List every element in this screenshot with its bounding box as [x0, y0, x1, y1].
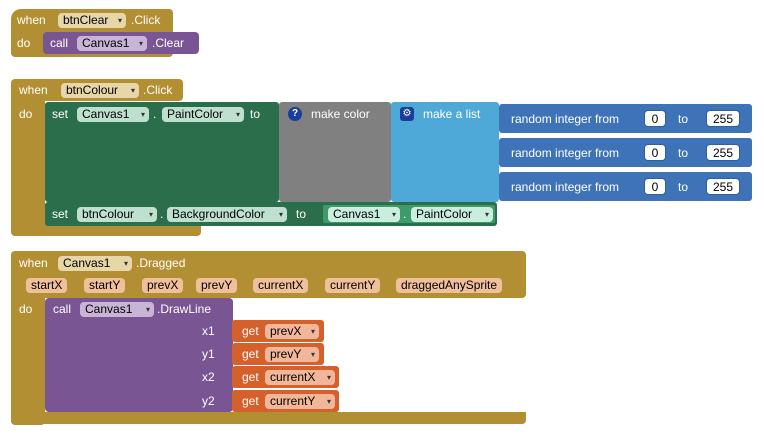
dropdown-arrow-icon: ▾	[391, 210, 396, 219]
number-input-from[interactable]: 0	[644, 110, 666, 127]
variable-dropdown-currenty[interactable]: currentY▾	[265, 394, 335, 409]
event-name-dragged: .Dragged	[136, 256, 186, 270]
method-name-drawline: .DrawLine	[157, 302, 212, 316]
call-keyword: call	[53, 302, 72, 316]
dropdown-arrow-icon: ▾	[235, 110, 240, 119]
do-keyword: do	[17, 36, 31, 50]
dropdown-arrow-icon: ▾	[278, 210, 283, 219]
do-keyword: do	[19, 107, 33, 121]
number-input-to[interactable]: 255	[706, 178, 740, 195]
event-parameter-starty[interactable]: startY	[84, 278, 126, 293]
variable-dropdown-currentx[interactable]: currentX▾	[265, 370, 335, 385]
to-keyword: to	[678, 146, 689, 160]
dropdown-arrow-icon: ▾	[138, 39, 143, 48]
to-keyword: to	[678, 180, 689, 194]
dropdown-arrow-icon: ▾	[140, 110, 145, 119]
property-dropdown-backgroundcolor[interactable]: BackgroundColor▾	[167, 207, 287, 222]
event-name-click: .Click	[143, 83, 173, 97]
event-block-btncolour-foot	[11, 224, 201, 236]
event-parameter-prevy[interactable]: prevY	[196, 278, 238, 293]
component-dropdown-canvas1[interactable]: Canvas1▾	[80, 302, 154, 317]
arg-label-x1: x1	[202, 324, 215, 338]
event-parameter-currentx[interactable]: currentX	[253, 278, 309, 293]
dropdown-arrow-icon: ▾	[310, 350, 315, 359]
to-keyword: to	[678, 112, 689, 126]
number-input-from[interactable]: 0	[644, 178, 666, 195]
event-parameter-prevx[interactable]: prevX	[142, 278, 184, 293]
dot-separator: .	[160, 207, 164, 221]
dot-separator: .	[153, 107, 157, 121]
when-keyword: when	[19, 256, 48, 270]
number-input-from[interactable]: 0	[644, 144, 666, 161]
to-keyword: to	[250, 107, 261, 121]
arg-label-y2: y2	[202, 394, 215, 408]
number-input-to[interactable]: 255	[706, 144, 740, 161]
arg-label-x2: x2	[202, 370, 215, 384]
when-keyword: when	[17, 13, 46, 27]
get-keyword: get	[242, 394, 259, 408]
dropdown-arrow-icon: ▾	[326, 373, 331, 382]
property-dropdown-paintcolor[interactable]: PaintColor▾	[411, 207, 493, 222]
component-dropdown-canvas1[interactable]: Canvas1▾	[77, 107, 149, 122]
dropdown-arrow-icon: ▾	[484, 210, 489, 219]
do-keyword: do	[19, 302, 33, 316]
dropdown-arrow-icon: ▾	[326, 397, 331, 406]
event-parameter-startx[interactable]: startX	[26, 278, 68, 293]
get-keyword: get	[242, 324, 259, 338]
component-dropdown-canvas1[interactable]: Canvas1▾	[77, 36, 147, 51]
call-block-canvas1-drawline[interactable]	[45, 298, 233, 412]
variable-dropdown-prevy[interactable]: prevY▾	[265, 347, 319, 362]
dropdown-arrow-icon: ▾	[123, 259, 128, 268]
dropdown-arrow-icon: ▾	[145, 305, 150, 314]
method-name-clear: .Clear	[152, 36, 185, 50]
variable-dropdown-prevx[interactable]: prevX▾	[265, 324, 319, 339]
when-keyword: when	[19, 83, 48, 97]
event-parameter-currenty[interactable]: currentY	[325, 278, 381, 293]
dropdown-arrow-icon: ▾	[117, 16, 122, 25]
component-dropdown-btnclear[interactable]: btnClear▾	[58, 13, 126, 28]
component-dropdown-canvas1[interactable]: Canvas1▾	[328, 207, 400, 222]
dropdown-arrow-icon: ▾	[148, 210, 153, 219]
number-input-to[interactable]: 255	[706, 110, 740, 127]
event-block-btncolour-side	[11, 79, 45, 235]
dot-separator: .	[403, 207, 407, 221]
random-integer-label: random integer from	[511, 180, 620, 194]
event-block-btnclear-body-stub	[11, 30, 47, 56]
property-dropdown-paintcolor[interactable]: PaintColor▾	[162, 107, 244, 122]
event-parameter-draggedanysprite[interactable]: draggedAnySprite	[396, 278, 503, 293]
component-dropdown-btncolour[interactable]: btnColour▾	[61, 83, 139, 98]
gear-icon[interactable]: ⚙	[400, 107, 414, 121]
make-color-label: make color	[311, 107, 370, 121]
random-integer-label: random integer from	[511, 146, 620, 160]
set-keyword: set	[52, 207, 69, 221]
make-a-list-label: make a list	[423, 107, 481, 121]
random-integer-label: random integer from	[511, 112, 620, 126]
event-block-canvas1-foot	[11, 412, 526, 424]
event-name-click: .Click	[131, 13, 161, 27]
dropdown-arrow-icon: ▾	[310, 327, 315, 336]
dropdown-arrow-icon: ▾	[130, 86, 135, 95]
component-dropdown-btncolour[interactable]: btnColour▾	[77, 207, 157, 222]
to-keyword: to	[296, 207, 307, 221]
get-keyword: get	[242, 370, 259, 384]
arg-label-y1: y1	[202, 347, 215, 361]
set-keyword: set	[52, 107, 69, 121]
question-mark-icon[interactable]: ?	[288, 107, 302, 121]
call-keyword: call	[50, 36, 69, 50]
component-dropdown-canvas1[interactable]: Canvas1▾	[58, 256, 132, 271]
get-keyword: get	[242, 347, 259, 361]
